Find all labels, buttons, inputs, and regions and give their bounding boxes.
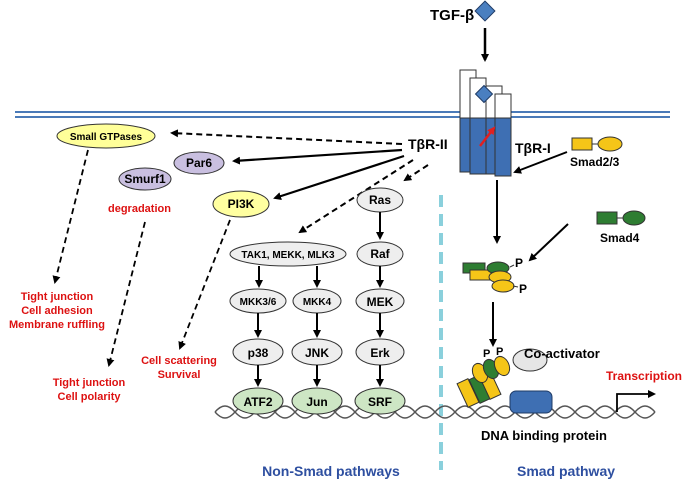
ras-label: Ras: [369, 193, 391, 207]
dna-binding-protein-label: DNA binding protein: [481, 428, 607, 443]
smad4-label: Smad4: [600, 231, 640, 245]
arrow-receptor-to-par6: [232, 148, 403, 165]
smurf-outcomes: Tight junction Cell polarity: [53, 377, 126, 403]
atf2-label: ATF2: [243, 395, 272, 409]
pi3k-node: [212, 190, 270, 218]
outcome-membrane-ruffling: Membrane ruffling: [9, 319, 105, 331]
pi3k-label: PI3K: [228, 197, 255, 211]
outcome-tight-junction-2: Tight junction: [53, 377, 126, 389]
srf-label: SRF: [368, 395, 392, 409]
outcome-cell-polarity: Cell polarity: [58, 391, 122, 403]
degradation-label: degradation: [108, 203, 171, 215]
mek-label: MEK: [367, 295, 394, 309]
jun-node: [291, 387, 343, 415]
smad23-label: Smad2/3: [570, 155, 620, 169]
par6-node: [173, 151, 225, 175]
raf-label: Raf: [370, 247, 390, 261]
atf2-node: [232, 387, 284, 415]
arrow-receptor-to-tak1: [298, 159, 414, 234]
arrow-pi3k-to-effects: [178, 219, 231, 350]
phospho-label-1: P: [515, 256, 523, 270]
coactivator-label: Co-activator: [524, 346, 600, 361]
jun-label: Jun: [306, 395, 327, 409]
type2-receptor-label: TβR-II: [408, 136, 448, 152]
p38-label: p38: [248, 346, 269, 360]
tak1-label: TAK1, MEKK, MLK3: [241, 250, 335, 261]
transcription-start-arrow: [616, 390, 656, 412]
tgf-beta-ligand-icon: [474, 0, 496, 22]
smad-pathway-label: Smad pathway: [517, 463, 615, 479]
dna-strand-complement: [214, 405, 656, 419]
outcome-survival: Survival: [158, 369, 201, 381]
non-smad-pathways-label: Non-Smad pathways: [262, 463, 400, 479]
tgf-beta-label: TGF-β: [430, 7, 474, 24]
transcription-complex: [456, 348, 553, 414]
phospho-label-2: P: [519, 282, 527, 296]
smurf1-label: Smurf1: [124, 172, 166, 186]
smad23-protein: [571, 136, 623, 152]
mkk36-label: MKK3/6: [240, 297, 277, 308]
small-gtpases-label: Small GTPases: [70, 132, 143, 143]
smad4-protein: [596, 210, 646, 226]
outcome-tight-junction-1: Tight junction: [21, 291, 94, 303]
arrow-gtpases-to-effects: [52, 149, 89, 284]
phospho-label-4: P: [496, 346, 503, 358]
arrow-receptor-to-ras: [403, 164, 429, 182]
cell-membrane: [15, 111, 670, 118]
jnk-label: JNK: [305, 346, 329, 360]
outcome-cell-adhesion: Cell adhesion: [21, 305, 93, 317]
receptor-complex: [459, 69, 512, 177]
tak1-node: [229, 241, 347, 267]
arrow-receptor-to-pi3k: [273, 154, 405, 200]
smad-complex: [462, 261, 519, 293]
smurf1-node: [118, 167, 172, 191]
par6-label: Par6: [186, 156, 212, 170]
type1-receptor-label: TβR-I: [515, 140, 551, 156]
srf-node: [354, 387, 406, 415]
arrow-smad23-to-receptor: [513, 151, 568, 174]
mkk4-label: MKK4: [303, 297, 332, 308]
pi3k-outcomes: Cell scattering Survival: [141, 355, 217, 381]
outcome-cell-scattering: Cell scattering: [141, 355, 217, 367]
arrow-receptor-to-small-gtpases: [170, 129, 403, 145]
phospho-label-3: P: [483, 348, 490, 360]
arrow-smurf1-to-effects: [106, 221, 146, 367]
erk-label: Erk: [370, 346, 390, 360]
small-gtpases-node: [56, 123, 156, 149]
transcription-label: Transcription: [606, 369, 682, 383]
arrow-smad4-to-complex: [528, 223, 569, 262]
gtpase-outcomes: Tight junction Cell adhesion Membrane ru…: [9, 291, 105, 331]
